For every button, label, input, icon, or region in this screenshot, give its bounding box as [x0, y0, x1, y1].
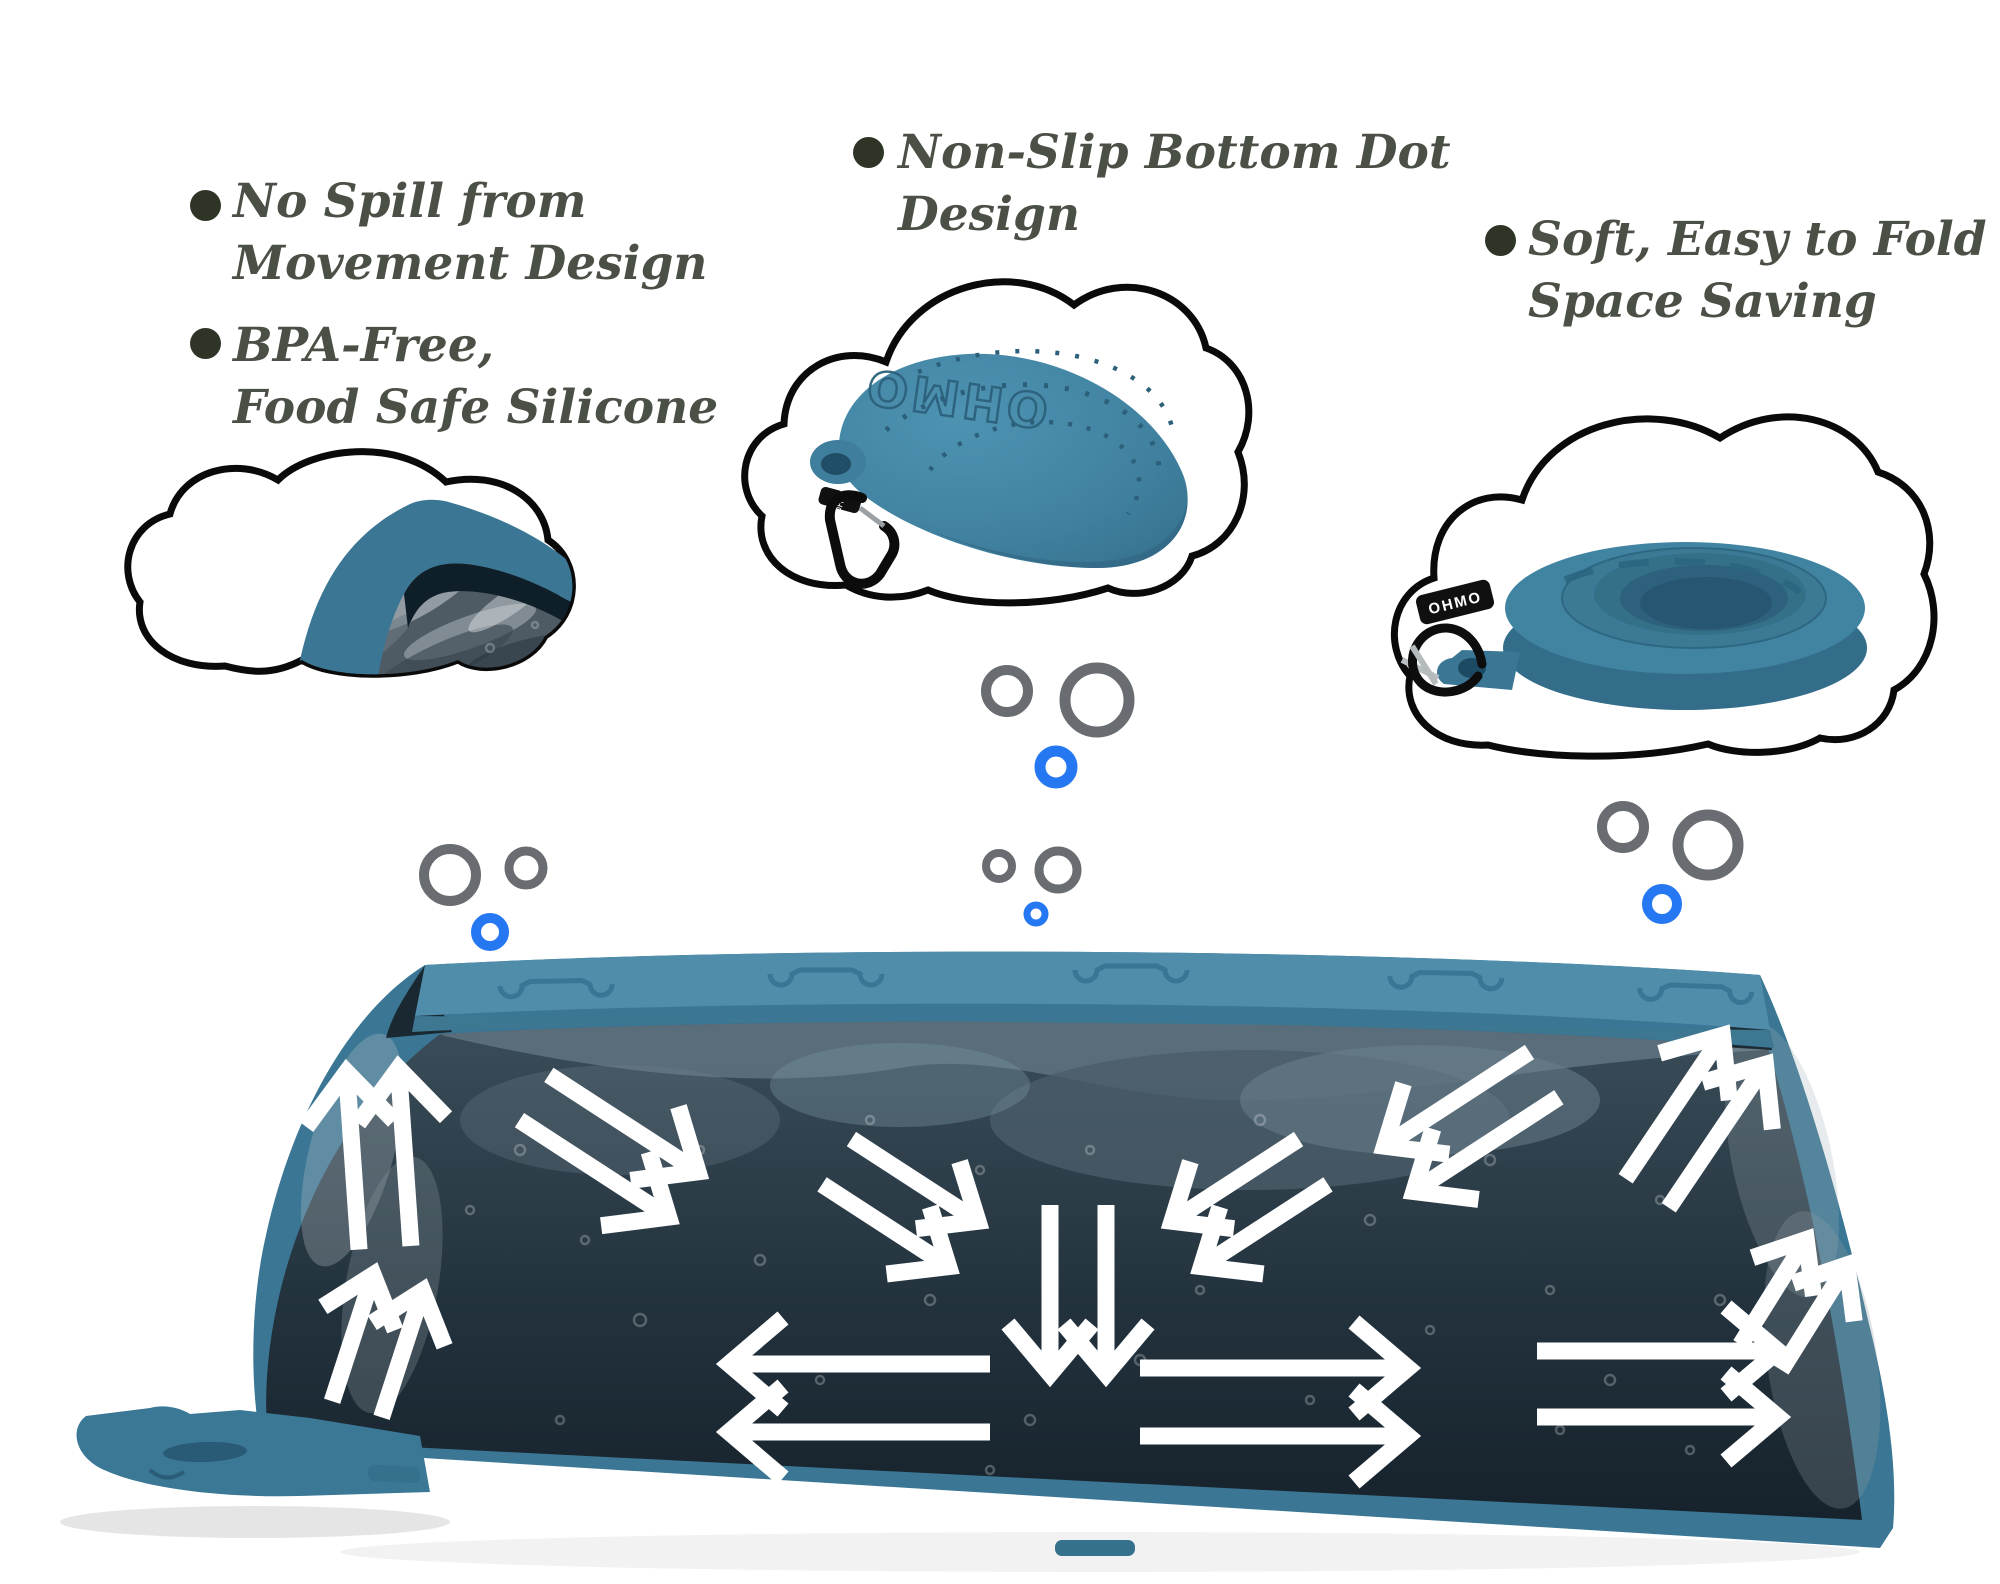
carabiner-icon: OHMO — [1400, 579, 1495, 697]
bullet-icon — [853, 137, 884, 168]
thought-bubbles-left — [419, 844, 548, 951]
feature-line: Design — [898, 187, 1081, 242]
bowl-foot — [1055, 1540, 1135, 1556]
folded-bowl — [1437, 542, 1867, 710]
bullet-icon — [190, 190, 221, 221]
feature-non-slip: Non-Slip Bottom Dot Design — [898, 122, 1451, 246]
feature-foldable: Soft, Easy to Fold Space Saving — [1528, 209, 1987, 333]
rim-bone-marks — [1563, 557, 1803, 595]
thought-cloud-foldable: OHMO — [1390, 413, 1938, 760]
feature-line: Soft, Easy to Fold — [1528, 212, 1987, 267]
carry-tab — [76, 1406, 431, 1497]
carabiner-icon: OHMO — [818, 485, 900, 589]
bullet-icon — [1485, 225, 1516, 256]
feature-bpa-free: BPA-Free, Food Safe Silicone — [233, 315, 718, 439]
bullet-icon — [190, 328, 221, 359]
feature-line: Space Saving — [1528, 274, 1877, 329]
feature-line: Movement Design — [233, 236, 708, 291]
bowl-corner-water-photo — [300, 499, 573, 675]
shadow — [60, 1506, 450, 1538]
feature-line: BPA-Free, — [233, 318, 495, 373]
feature-line: No Spill from — [233, 174, 587, 229]
bowl-foot — [367, 1465, 421, 1483]
non-slip-dot-arc — [917, 348, 1176, 433]
non-slip-dot-arc — [928, 419, 1142, 516]
non-slip-dot-arc — [884, 382, 1162, 483]
water-flow-arrows — [299, 1024, 1863, 1489]
thought-bubbles-right — [1597, 801, 1744, 924]
feature-no-spill: No Spill from Movement Design — [233, 171, 707, 295]
bone-pattern-icon — [497, 963, 1755, 1005]
feature-line: Food Safe Silicone — [233, 380, 719, 435]
thought-cloud-no-spill — [124, 448, 576, 678]
bowl-bottom-view: OHMO — [810, 348, 1188, 569]
thought-bubbles-center — [981, 662, 1135, 927]
bowl-cross-section — [60, 951, 1895, 1572]
thought-cloud-non-slip: OHMO OHMO — [741, 278, 1253, 607]
tab-slot — [163, 1441, 247, 1463]
bowl-rim — [412, 951, 1774, 1048]
feature-line: Non-Slip Bottom Dot — [898, 125, 1451, 180]
